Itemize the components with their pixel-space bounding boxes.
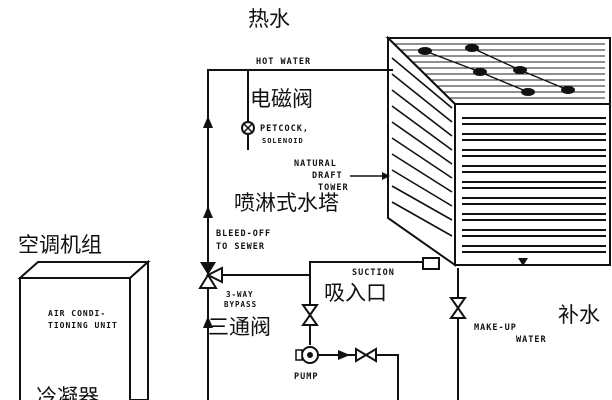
- label-suction: SUCTION: [352, 268, 395, 278]
- label-draft: DRAFT: [312, 171, 343, 181]
- makeup-water-valve: [449, 297, 467, 319]
- label-bypass: BYPASS: [224, 300, 257, 309]
- pump: [295, 346, 319, 364]
- petcock-solenoid-valve: [241, 121, 255, 135]
- label-zh-makeup-water: 补水: [558, 303, 600, 327]
- flow-arrow: [203, 116, 213, 128]
- label-water: WATER: [516, 335, 547, 345]
- label-solenoid: SOLENOID: [262, 137, 304, 145]
- label-zh-three-way-valve: 三通阀: [208, 315, 271, 339]
- label-petcock: PETCOCK,: [260, 124, 309, 134]
- label-zh-solenoid-valve: 电磁阀: [250, 87, 313, 111]
- suction-outlet: [422, 257, 440, 270]
- tower-left-louvers: [391, 57, 453, 237]
- label-hot-water: HOT WATER: [256, 57, 311, 67]
- tower-front-louvers: [462, 117, 606, 253]
- flow-arrow: [203, 316, 213, 328]
- three-way-bypass-valve: [198, 262, 223, 289]
- label-zh-suction-inlet: 吸入口: [324, 281, 387, 305]
- label-air-condi: AIR CONDI-: [48, 309, 106, 318]
- label-natural: NATURAL: [294, 159, 337, 169]
- label-tioning-unit: TIONING UNIT: [48, 321, 118, 330]
- water-level-marker: [518, 258, 528, 266]
- flow-arrow: [338, 350, 350, 360]
- tower-front-face: [454, 103, 611, 266]
- label-pump: PUMP: [294, 372, 318, 382]
- label-tower: TOWER: [318, 183, 349, 193]
- cooling-tower: [385, 35, 611, 270]
- label-zh-hot-water: 热水: [248, 7, 290, 31]
- label-zh-ac-unit: 空调机组: [18, 233, 102, 257]
- label-make-up: MAKE-UP: [474, 323, 517, 333]
- spray-nozzles: [418, 44, 575, 96]
- discharge-gate-valve: [355, 347, 377, 363]
- label-zh-condenser: 冷凝器: [36, 385, 99, 400]
- suction-gate-valve: [301, 304, 319, 326]
- label-3-way: 3-WAY: [226, 290, 254, 299]
- label-bleed-off: BLEED-OFF: [216, 229, 271, 239]
- label-to-sewer: TO SEWER: [216, 242, 265, 252]
- flow-arrow: [203, 206, 213, 218]
- ac-unit: [17, 259, 151, 400]
- label-zh-spray-tower: 喷淋式水塔: [234, 191, 339, 215]
